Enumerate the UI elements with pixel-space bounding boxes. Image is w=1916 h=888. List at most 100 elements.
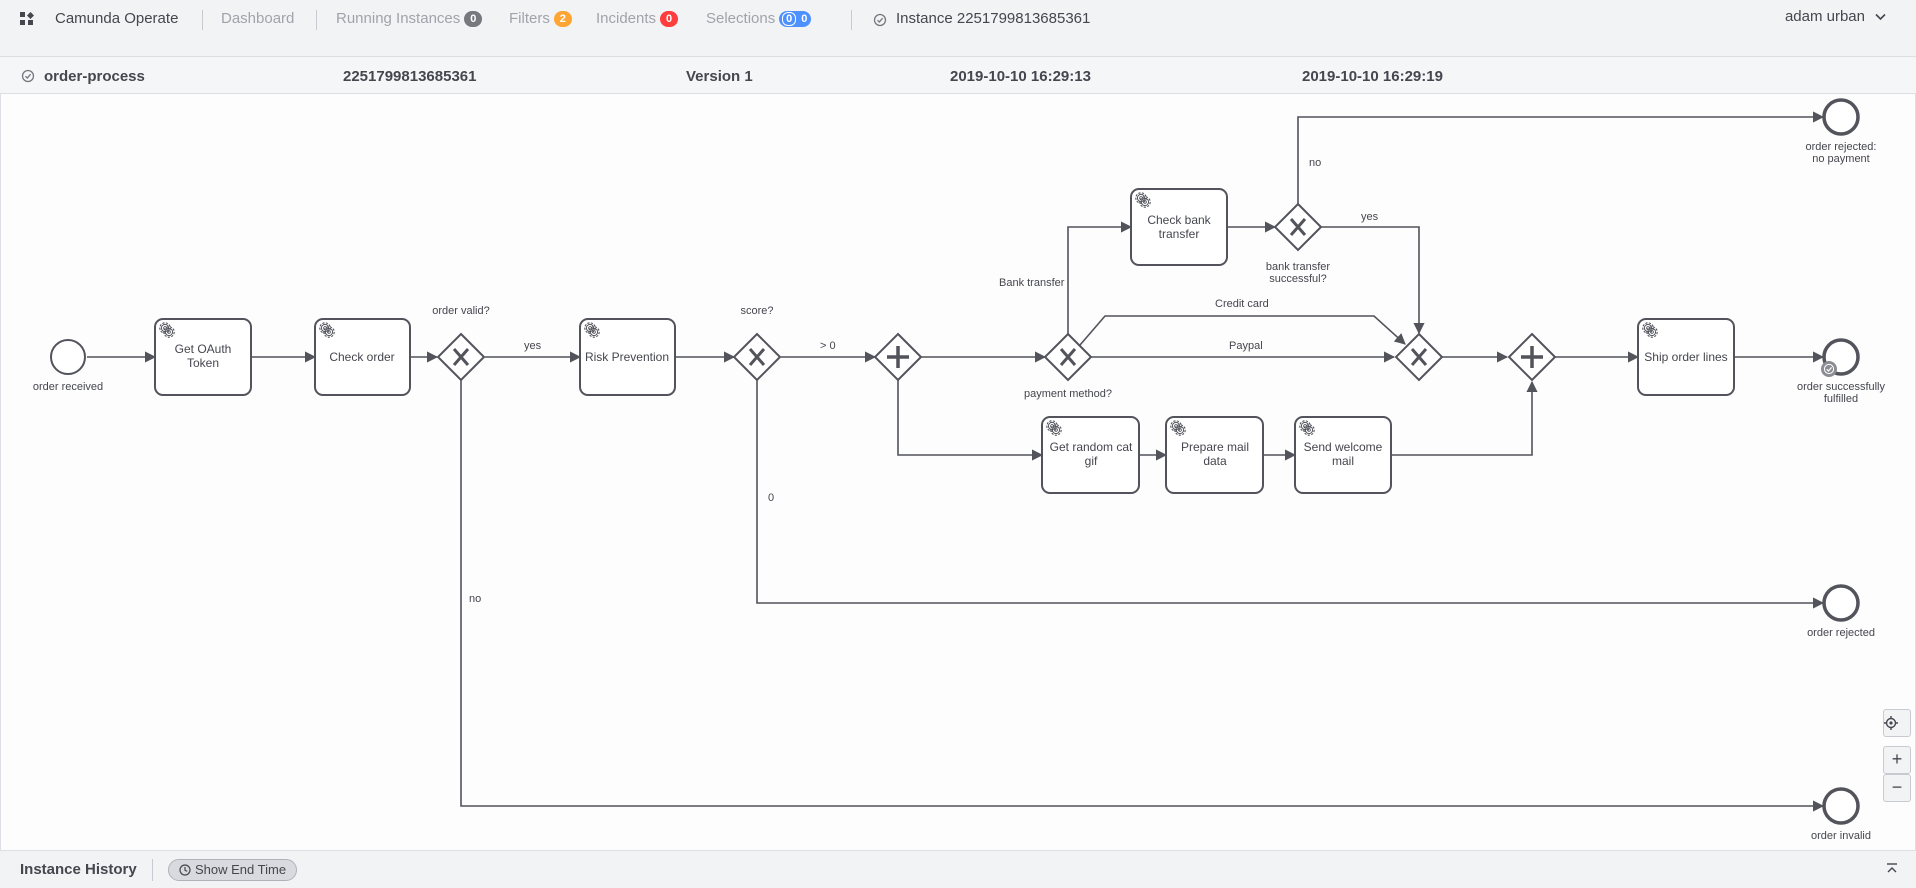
- running-instances-count-badge: 0: [464, 11, 483, 27]
- nav-dashboard[interactable]: Dashboard: [221, 10, 295, 27]
- task-send-welcome-mail-label-line2: mail: [1332, 454, 1354, 468]
- flow-label-bank-transfer: Bank transfer: [999, 277, 1065, 289]
- flow-payment-bank: [1067, 221, 1133, 335]
- flow-success-yes: [1321, 226, 1425, 335]
- task-send-welcome-mail[interactable]: [1294, 416, 1392, 494]
- start-event[interactable]: [50, 339, 86, 375]
- gateway-bank-transfer-successful-label-line2: successful?: [1269, 273, 1326, 285]
- user-name: adam urban: [1784, 8, 1865, 25]
- gateway-score[interactable]: [732, 332, 782, 382]
- bpmn-diagram-canvas[interactable]: yes no > 0 0 Bank transfer Credit card P…: [0, 94, 1916, 850]
- flow-label-bank-no: no: [1309, 157, 1321, 169]
- end-event-fulfilled-label-line2: fulfilled: [1824, 393, 1858, 405]
- nav-selections-label: Selections: [706, 10, 776, 27]
- nav-running-instances-label: Running Instances: [336, 10, 461, 27]
- task-get-oauth-token-label-line2: Token: [187, 356, 219, 370]
- task-check-order[interactable]: [314, 318, 411, 396]
- operate-logo-icon[interactable]: [20, 12, 34, 26]
- task-prepare-mail-data-label-line1: Prepare mail: [1181, 440, 1249, 454]
- gateway-parallel-fork[interactable]: [873, 332, 923, 382]
- end-event-invalid-label: order invalid: [1811, 830, 1871, 842]
- flow-label-bank-yes: yes: [1361, 211, 1379, 223]
- end-event-rejected-no-payment-label-line2: no payment: [1812, 153, 1869, 165]
- instance-history-title[interactable]: Instance History: [20, 861, 137, 878]
- instance-history-footer: Instance History Show End Time: [0, 850, 1916, 888]
- task-get-random-cat-gif[interactable]: [1041, 416, 1140, 494]
- flow-label-credit-card: Credit card: [1215, 298, 1269, 310]
- nav-incidents-label: Incidents: [596, 10, 657, 27]
- expand-panel-icon[interactable]: [1884, 861, 1900, 877]
- gateway-parallel-join[interactable]: [1507, 332, 1557, 382]
- end-event-rejected-label: order rejected: [1807, 627, 1875, 639]
- selections-count: 0: [801, 13, 808, 25]
- gateway-score-label: score?: [740, 305, 773, 317]
- flow-success-no: [1297, 111, 1825, 204]
- end-event-rejected-no-payment[interactable]: [1822, 98, 1860, 136]
- brand-title[interactable]: Camunda Operate: [55, 10, 179, 27]
- filters-count-badge: 2: [553, 11, 572, 27]
- top-header: Camunda Operate Dashboard Running Instan…: [0, 0, 1916, 40]
- start-date: 2019-10-10 16:29:13: [950, 68, 1091, 85]
- gateway-bank-transfer-successful-label-line1: bank transfer: [1266, 261, 1331, 273]
- nav-filters-label: Filters: [509, 10, 550, 27]
- gateway-order-valid-label: order valid?: [432, 305, 489, 317]
- task-get-oauth-token-label-line1: Get OAuth: [175, 342, 232, 356]
- footer-divider: [152, 859, 153, 881]
- show-end-time-label: Show End Time: [195, 862, 287, 877]
- end-date: 2019-10-10 16:29:19: [1302, 68, 1443, 85]
- gateway-bank-transfer-successful[interactable]: [1273, 202, 1323, 252]
- task-risk-prevention[interactable]: [579, 318, 676, 396]
- task-get-oauth-token[interactable]: [154, 318, 252, 396]
- flow-label-yes: yes: [524, 340, 542, 352]
- flow-fork-to-cat: [897, 380, 1044, 461]
- gateway-payment-method[interactable]: [1043, 332, 1093, 382]
- bpmn-diagram-svg: yes no > 0 0 Bank transfer Credit card P…: [33, 98, 1886, 842]
- header-divider: [202, 10, 203, 30]
- process-version: Version 1: [686, 68, 753, 85]
- user-menu[interactable]: adam urban: [1785, 8, 1886, 25]
- end-event-fulfilled-label-line1: order successfully: [1797, 381, 1886, 393]
- end-event-rejected[interactable]: [1822, 584, 1860, 622]
- gateway-order-valid[interactable]: [436, 332, 486, 382]
- instance-state-completed-icon: [21, 69, 35, 83]
- task-get-random-cat-gif-label-line2: gif: [1085, 454, 1098, 468]
- selections-inner-count: 0: [782, 12, 797, 26]
- start-event-label: order received: [33, 381, 103, 393]
- task-get-random-cat-gif-label-line1: Get random cat: [1050, 440, 1133, 454]
- show-end-time-button[interactable]: Show End Time: [168, 859, 298, 881]
- flow-label-paypal: Paypal: [1229, 340, 1263, 352]
- task-check-bank-transfer[interactable]: [1130, 188, 1228, 266]
- reset-zoom-button[interactable]: [1883, 709, 1911, 737]
- flow-label-no: no: [469, 593, 481, 605]
- task-prepare-mail-data-label-line2: data: [1203, 454, 1227, 468]
- task-send-welcome-mail-label-line1: Send welcome: [1304, 440, 1383, 454]
- zoom-out-button[interactable]: −: [1883, 774, 1911, 802]
- flow-payment-credit: [1079, 315, 1406, 346]
- flow-valid-no: [460, 380, 1825, 812]
- end-event-rejected-no-payment-label-line1: order rejected:: [1806, 141, 1877, 153]
- task-ship-order-lines[interactable]: [1637, 318, 1735, 396]
- instance-title[interactable]: Instance 2251799813685361: [896, 10, 1091, 27]
- header-divider: [851, 10, 852, 30]
- flow-label-zero: 0: [768, 492, 774, 504]
- instance-id: 2251799813685361: [343, 68, 477, 85]
- task-risk-prevention-label: Risk Prevention: [585, 350, 669, 364]
- task-prepare-mail-data[interactable]: [1165, 416, 1264, 494]
- clock-icon: [179, 864, 191, 876]
- task-check-order-label: Check order: [329, 350, 394, 364]
- flow-welcome-to-join: [1391, 380, 1538, 456]
- zoom-in-button[interactable]: +: [1883, 746, 1911, 774]
- flow-score-0: [756, 380, 1825, 609]
- task-check-bank-transfer-label-line1: Check bank: [1147, 213, 1211, 227]
- process-name: order-process: [44, 68, 145, 85]
- incidents-count-badge: 0: [660, 11, 679, 27]
- instance-summary-bar: order-process 2251799813685361 Version 1…: [0, 56, 1916, 94]
- end-event-invalid[interactable]: [1822, 787, 1860, 825]
- task-check-bank-transfer-label-line2: transfer: [1159, 227, 1200, 241]
- gateway-payment-join[interactable]: [1394, 332, 1444, 382]
